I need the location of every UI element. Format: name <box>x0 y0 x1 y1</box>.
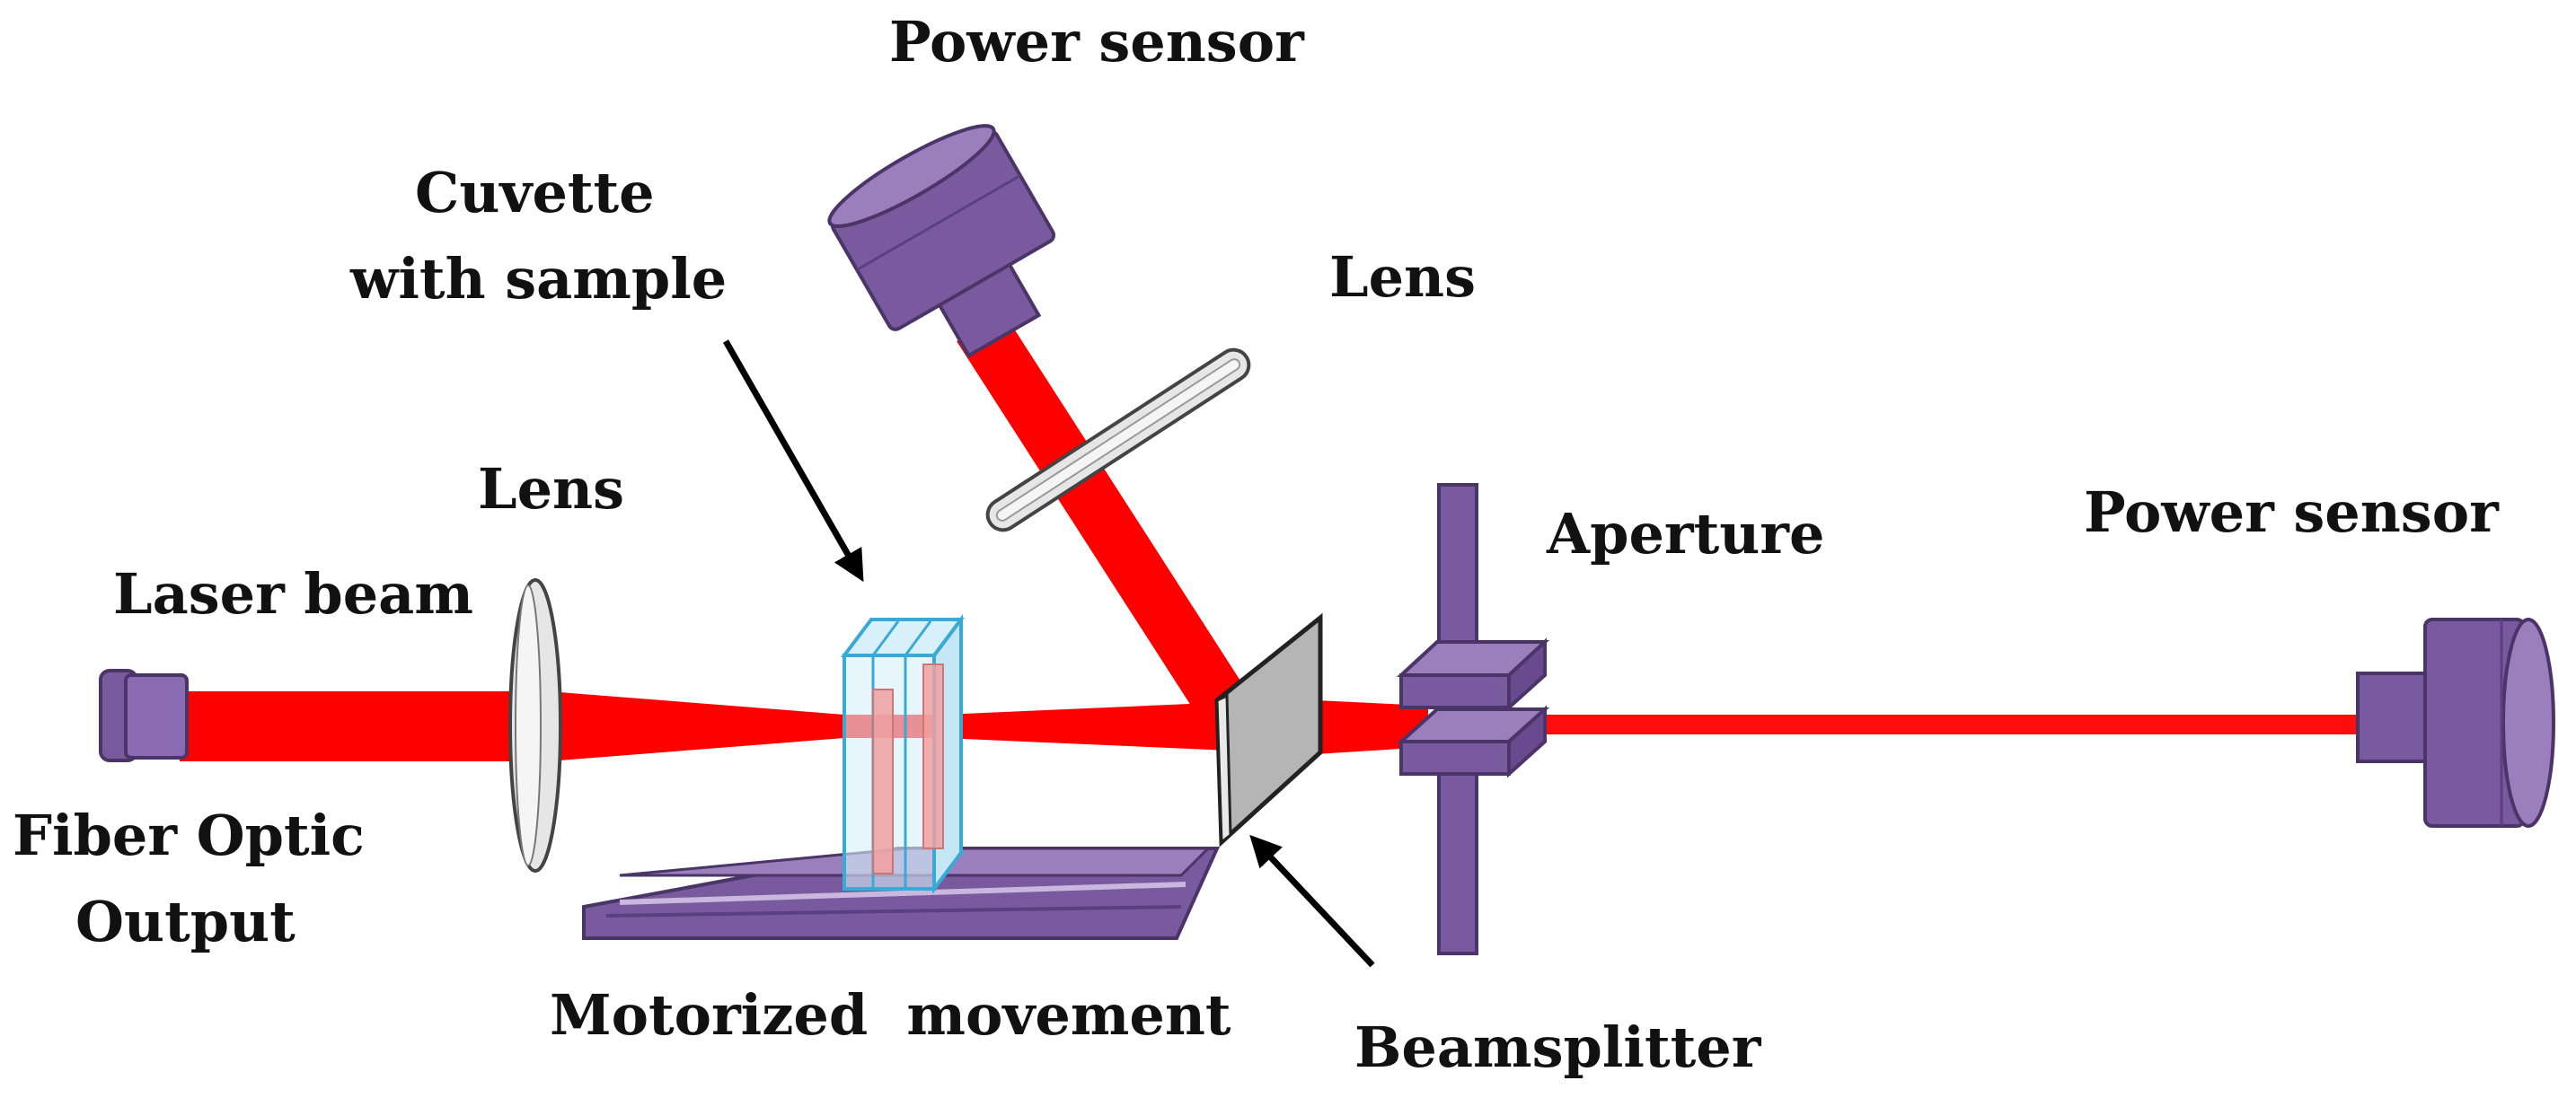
label-power-sensor-top: Power sensor <box>889 9 1305 75</box>
label-lens-top: Lens <box>1329 244 1476 310</box>
beamsplitter <box>1214 612 1323 848</box>
beam-segment-fiber-to-lens <box>180 691 512 761</box>
beam-segment-transmitted <box>1428 715 2371 734</box>
label-fiber-optic-line1: Fiber Optic <box>13 803 365 868</box>
label-cuvette-line2: with sample <box>349 246 727 312</box>
label-cuvette-line1: Cuvette <box>415 160 655 225</box>
power-sensor-right <box>2356 618 2555 828</box>
beamsplitter-pointer-arrow <box>1249 834 1375 968</box>
label-power-sensor-right: Power sensor <box>2084 479 2500 545</box>
motorized-stage <box>582 847 1221 940</box>
label-laser-beam: Laser beam <box>113 561 473 627</box>
sample-strip-1 <box>872 689 894 874</box>
fiber-optic-output <box>99 669 189 762</box>
beam-segment-focusing <box>548 691 844 761</box>
label-lens-left: Lens <box>478 456 624 522</box>
beam-segment-diverging <box>943 702 1231 751</box>
label-beamsplitter: Beamsplitter <box>1354 1015 1762 1080</box>
label-aperture: Aperture <box>1546 501 1824 567</box>
sample-strip-2 <box>922 663 944 849</box>
label-fiber-optic-line2: Output <box>75 889 296 954</box>
aperture <box>1396 483 1550 955</box>
label-motorized-movement: Motorized movement <box>550 982 1231 1048</box>
power-sensor-top <box>827 124 1056 358</box>
lens-left <box>508 578 562 873</box>
cuvette-with-sample <box>841 614 965 894</box>
lens-top <box>985 347 1251 532</box>
cuvette-pointer-arrow <box>722 339 864 583</box>
beam-segment-reflected <box>957 323 1253 718</box>
